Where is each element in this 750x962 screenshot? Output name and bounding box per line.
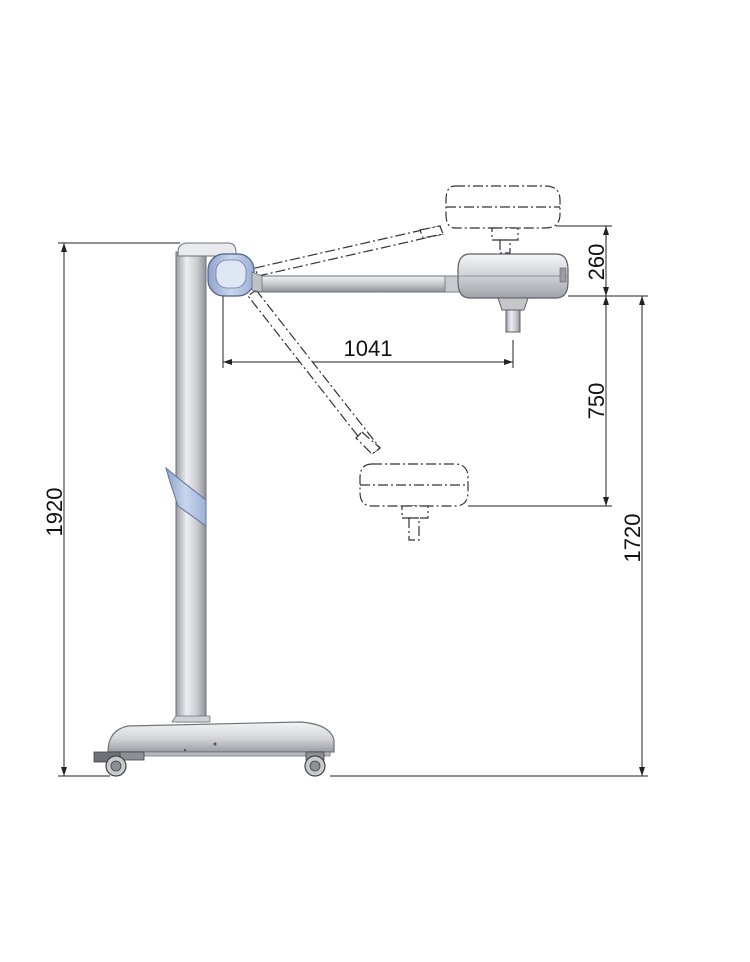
dimension-lower-travel-label: 750 [584, 383, 609, 420]
dimension-upper-travel: 260 [556, 225, 612, 296]
caster-left [93, 751, 145, 777]
dimension-total-height-label: 1920 [42, 488, 67, 537]
dimension-arm-reach: 1041 [222, 290, 514, 368]
lamp-base [93, 721, 335, 777]
arm-joint [207, 253, 255, 297]
dimension-lamp-height: 1720 [330, 295, 648, 777]
lamp-upper-position-outline [254, 185, 561, 277]
lamp-arm [207, 253, 463, 297]
lamp-lower-position-outline [247, 289, 469, 541]
pole-handle-clip [165, 466, 207, 527]
dimension-lower-travel: 750 [468, 296, 612, 507]
dimension-lamp-height-label: 1720 [620, 514, 645, 563]
lamp-head [457, 253, 569, 333]
dimension-total-height: 1920 [42, 242, 180, 777]
lamp-pole [171, 242, 237, 723]
dimension-upper-travel-label: 260 [584, 244, 609, 281]
caster-right [304, 751, 326, 777]
dimension-arm-reach-label: 1041 [344, 336, 393, 361]
